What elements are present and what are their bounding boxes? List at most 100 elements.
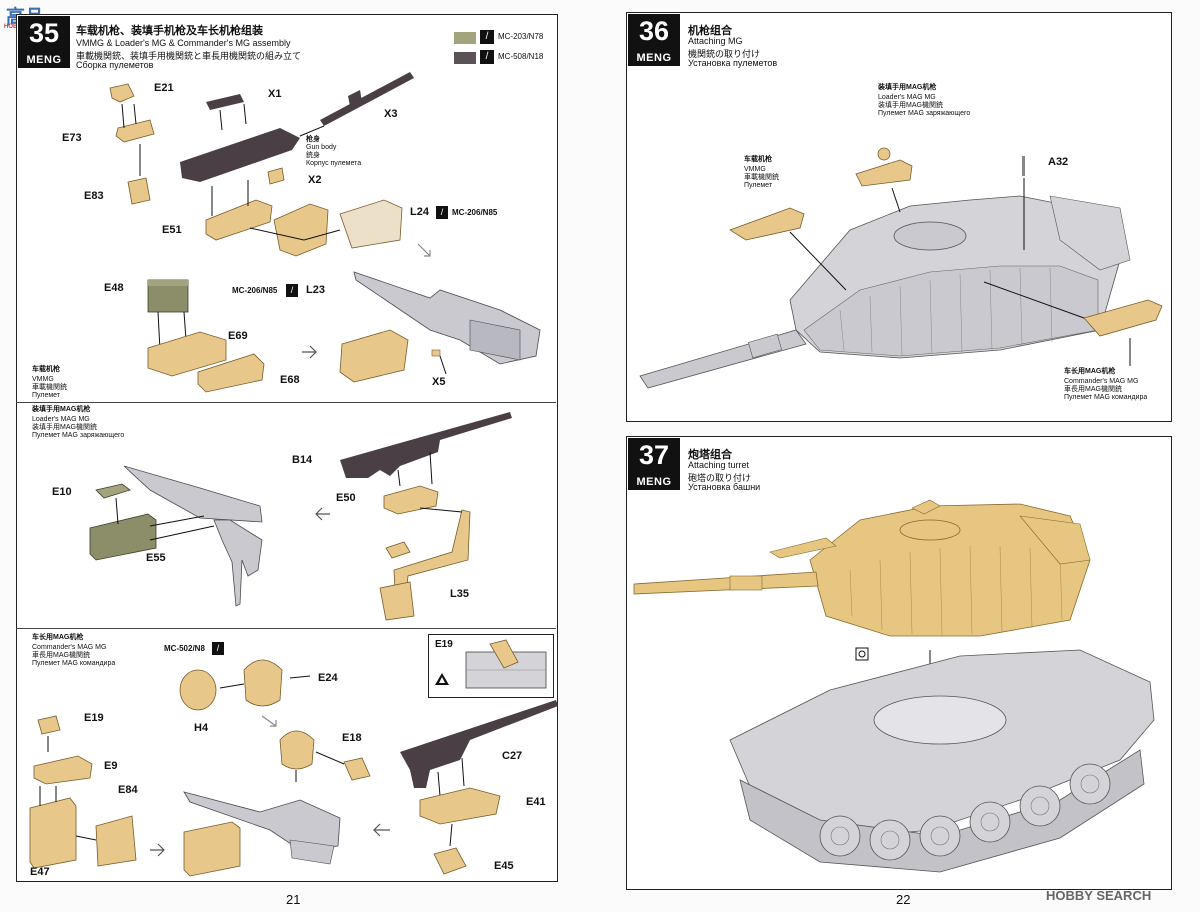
section-divider-1 — [16, 402, 556, 403]
gun-body-jp: 銃身 — [306, 152, 320, 159]
part-label-e69: E69 — [228, 330, 248, 342]
brush-icon: / — [212, 642, 224, 655]
paint-swatch-1 — [454, 32, 476, 44]
loader-caption-ru: Пулемет MAG заряжающего — [32, 432, 125, 439]
part-label-e50: E50 — [336, 492, 356, 504]
part-label-l24: L24 — [410, 206, 429, 218]
gun-body-ru: Корпус пулемета — [306, 160, 362, 167]
part-label-e51: E51 — [162, 224, 182, 236]
vmmg-callout-en: VMMG — [744, 166, 766, 173]
step-36-title-ru: Установка пулеметов — [688, 58, 778, 68]
step-36-badge: 36 MENG — [628, 14, 680, 66]
gun-body-zh: 枪身 — [306, 136, 320, 143]
commander-mg-callout-en: Commander's MAG MG — [1064, 378, 1139, 385]
step-35-badge: 35 MENG — [18, 16, 70, 68]
step-36-title-jp: 機関銃の取り付け — [688, 49, 761, 59]
part-label-h4: H4 — [194, 722, 209, 734]
brand-label: MENG — [636, 476, 672, 488]
part-label-e10: E10 — [52, 486, 72, 498]
step-title-zh: 车载机枪、装填手机枪及车长机枪组装 — [76, 25, 263, 37]
step-number: 35 — [28, 18, 60, 48]
loader-caption-jp: 装填手用MAG機関銃 — [32, 424, 97, 431]
commander-mg-callout-jp: 車長用MAG機関銃 — [1064, 386, 1122, 393]
paint-code-l23: MC-206/N85 — [232, 286, 278, 295]
part-label-l35: L35 — [450, 588, 469, 600]
brush-icon: / — [480, 30, 494, 44]
brand-label: MENG — [26, 54, 62, 66]
hobbysearch-watermark: HOBBY SEARCH — [1046, 888, 1152, 903]
vmmg-caption-ru: Пулемет — [32, 392, 61, 399]
part-label-x2: X2 — [308, 174, 322, 186]
brand-label: MENG — [636, 52, 672, 64]
inset-part-label: E19 — [435, 639, 453, 650]
commander-caption-zh: 车长用MAG机枪 — [32, 634, 84, 641]
step-36-illustration — [639, 147, 1163, 389]
part-label-e21: E21 — [154, 82, 174, 94]
brush-icon: / — [286, 284, 298, 297]
step-37-title-en: Attaching turret — [688, 460, 750, 470]
loader-mg-callout-en: Loader's MAG MG — [878, 94, 936, 101]
part-label-e47: E47 — [30, 866, 50, 878]
step-37-title-zh: 炮塔组合 — [688, 449, 732, 461]
loader-caption-zh: 装填手用MAG机枪 — [32, 406, 91, 413]
part-label-e48: E48 — [104, 282, 124, 294]
section3-illustration — [29, 639, 558, 877]
step-title-en: VMMG & Loader's MG & Commander's MG asse… — [76, 38, 291, 48]
paint-code-1: MC-203/N78 — [498, 32, 544, 41]
step-37-title-ru: Установка башни — [688, 482, 761, 492]
section1-illustration — [109, 72, 541, 393]
loader-mg-callout-jp: 装填手用MAG機関銃 — [878, 102, 943, 109]
section2-illustration — [89, 412, 512, 621]
gun-body-en: Gun body — [306, 144, 337, 151]
paint-code-2: MC-508/N18 — [498, 52, 544, 61]
part-label-c27: C27 — [502, 750, 523, 762]
commander-caption-en: Commander's MAG MG — [32, 644, 107, 651]
commander-mg-callout-zh: 车长用MAG机枪 — [1064, 368, 1116, 375]
step-36-title-en: Attaching MG — [688, 36, 743, 46]
paint-code-l24: MC-206/N85 — [452, 208, 498, 217]
part-label-l23: L23 — [306, 284, 325, 296]
commander-caption-ru: Пулемет MAG командира — [32, 660, 116, 667]
commander-caption-jp: 車長用MAG機関銃 — [32, 652, 90, 659]
paint-swatch-2 — [454, 52, 476, 64]
step-37-title-jp: 砲塔の取り付け — [688, 473, 752, 483]
vmmg-callout-zh: 车载机枪 — [744, 156, 772, 163]
step-36-title-zh: 机枪组合 — [688, 25, 732, 37]
part-label-e9: E9 — [104, 760, 118, 772]
vmmg-caption-jp: 車載機関銃 — [32, 384, 67, 391]
part-label-e83: E83 — [84, 190, 104, 202]
right-page: 36 MENG 机枪组合 Attaching MG 機関銃の取り付け Устан… — [600, 0, 1200, 912]
paint-legend: / MC-203/N78 / MC-508/N18 — [454, 26, 558, 70]
part-label-a32: A32 — [1048, 156, 1069, 168]
part-label-e18: E18 — [342, 732, 362, 744]
part-label-e73: E73 — [62, 132, 82, 144]
vmmg-caption-en: VMMG — [32, 376, 54, 383]
step-number: 36 — [638, 16, 670, 46]
step-37-illustration — [633, 499, 1155, 873]
paint-code-commander: MC-502/N8 — [164, 644, 205, 653]
vmmg-callout-ru: Пулемет — [744, 182, 773, 189]
section-divider-2 — [16, 628, 556, 629]
brush-icon: / — [436, 206, 448, 219]
part-label-b14: B14 — [292, 454, 313, 466]
part-label-x5: X5 — [432, 376, 446, 388]
part-label-e45: E45 — [494, 860, 514, 872]
commander-mg-callout-ru: Пулемет MAG командира — [1064, 394, 1148, 401]
caution-icon-inner — [439, 677, 445, 683]
page-number-left: 21 — [286, 892, 301, 907]
step-title-jp: 車載機関銃、装填手用機関銃と車長用機関銃の組み立て — [76, 51, 302, 61]
part-label-e68: E68 — [280, 374, 300, 386]
part-label-e41: E41 — [526, 796, 546, 808]
part-label-e55: E55 — [146, 552, 166, 564]
part-label-e24: E24 — [318, 672, 338, 684]
vmmg-caption-zh: 车载机枪 — [32, 366, 60, 373]
loader-caption-en: Loader's MAG MG — [32, 416, 90, 423]
step-number: 37 — [638, 440, 670, 470]
part-label-x3: X3 — [384, 108, 398, 120]
part-label-e84: E84 — [118, 784, 138, 796]
part-label-x1: X1 — [268, 88, 282, 100]
step-37-badge: 37 MENG — [628, 438, 680, 490]
loader-mg-callout-zh: 装填手用MAG机枪 — [878, 84, 937, 91]
part-label-e19: E19 — [84, 712, 104, 724]
